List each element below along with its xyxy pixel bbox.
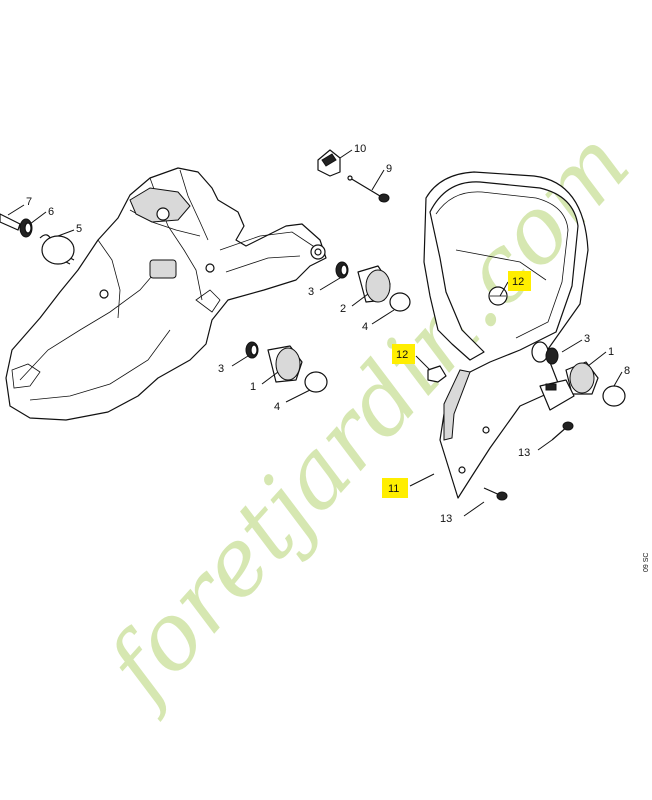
callout-10: 10	[354, 143, 366, 155]
part-9-rod	[347, 175, 390, 203]
screws	[483, 421, 574, 501]
highlight-11	[382, 478, 408, 498]
callout-9: 9	[386, 163, 392, 175]
callout-6: 6	[48, 206, 54, 218]
av-parts-upper	[335, 261, 411, 312]
part-12-plug	[427, 365, 447, 383]
callout-2: 2	[340, 303, 346, 315]
highlight-12-upper	[508, 271, 531, 291]
callout-1-right: 1	[608, 346, 614, 358]
callout-12-middle: 12	[396, 349, 408, 361]
callout-3-upper: 3	[308, 286, 314, 298]
callout-5: 5	[76, 223, 82, 235]
spring-assembly	[0, 213, 75, 265]
callout-4-upper: 4	[362, 321, 368, 333]
callout-7: 7	[26, 196, 32, 208]
callout-11: 11	[388, 483, 399, 495]
callout-1-middle: 1	[250, 381, 256, 393]
highlight-12-middle	[392, 344, 415, 364]
av-parts-right	[539, 347, 626, 411]
callout-4-middle: 4	[274, 401, 280, 413]
callout-3-right: 3	[584, 333, 590, 345]
engine-housing	[5, 167, 327, 421]
diagram-code: 09 SC	[643, 553, 650, 572]
callout-13-lower: 13	[440, 513, 452, 525]
callout-3-middle: 3	[218, 363, 224, 375]
part-10-clip	[317, 149, 341, 177]
leader-lines	[7, 149, 623, 517]
av-parts-lower	[245, 341, 328, 393]
callout-12-upper: 12	[512, 276, 524, 288]
callout-8: 8	[624, 365, 630, 377]
callout-13-upper: 13	[518, 447, 530, 459]
callout-labels: 10 9 7 6 5 12 3 2 4 12 3 1 4 3 1 8 13 11…	[26, 143, 630, 525]
